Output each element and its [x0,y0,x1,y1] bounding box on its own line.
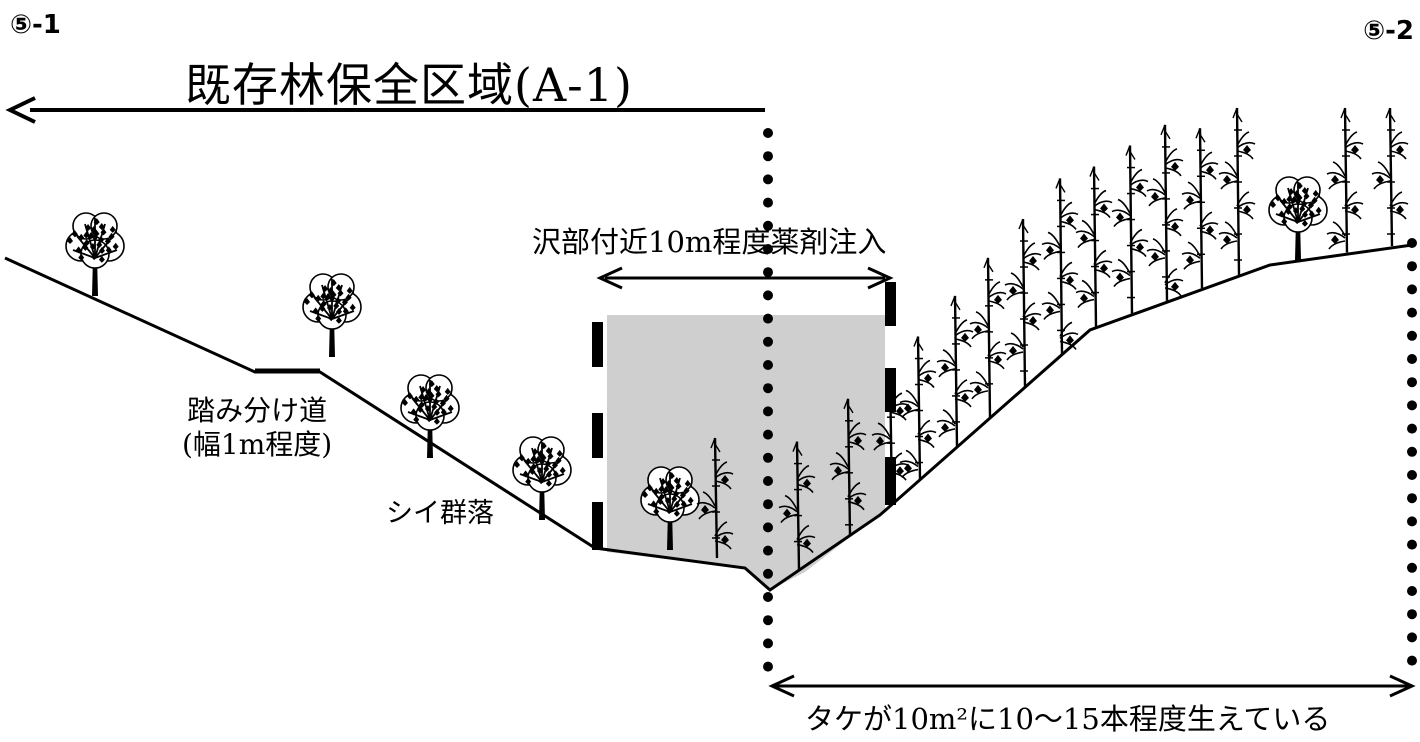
dot-mark [763,661,773,672]
bamboo-area-arrow [768,674,1416,698]
dot-mark [1407,423,1417,434]
bamboo-icon [899,336,937,480]
dot-mark [763,383,773,394]
dot-mark [763,336,773,347]
dot-mark [763,244,773,254]
dot-mark [763,499,773,510]
bamboo-group [696,107,1409,570]
bamboo-icon [1004,218,1042,388]
dot-mark [1407,493,1417,504]
dot-mark [1407,261,1417,272]
bamboo-icon [778,441,816,570]
dot-mark [763,151,773,162]
dot-mark [1407,609,1417,620]
bamboo-density-label: タケが10m²に10～15本程度生えている [805,702,1331,736]
bamboo-icon [1146,124,1184,301]
bamboo-icon [936,295,974,447]
dot-mark [763,476,773,486]
tree-icon [302,273,362,357]
dot-mark [1407,307,1417,318]
injection-zone-shade [607,315,885,590]
bamboo-icon [1371,107,1409,247]
dot-mark [763,406,773,417]
dot-mark [763,545,773,556]
dot-mark [763,429,773,440]
dot-mark [763,568,773,579]
section-marker-right: ⑤-2 [1363,16,1414,46]
dot-mark [763,290,773,301]
injection-width-arrow [596,266,894,290]
dot-mark [763,615,773,626]
dot-mark [763,220,773,231]
community-label: シイ群落 [386,498,494,529]
dot-mark [1407,446,1417,457]
dot-mark [1407,655,1417,666]
dot-mark [763,452,773,463]
dot-mark [1407,470,1417,480]
dot-mark [1407,516,1417,527]
dot-mark [1407,632,1417,643]
dot-mark [1407,354,1417,364]
dot-mark [763,522,773,533]
dot-mark [763,638,773,649]
bamboo-icon [1075,166,1113,327]
center-dotted-line [763,128,773,672]
bamboo-icon [1181,128,1219,289]
bamboo-icon [1218,107,1256,275]
tree-group [65,176,1328,550]
dot-mark [1407,586,1417,596]
injection-label: 沢部付近10m程度薬剤注入 [532,225,887,259]
zone-title: 既存林保全区域(A-1) [185,58,633,112]
dot-mark [1407,330,1417,341]
tree-icon [400,374,460,458]
bamboo-icon [1111,145,1149,314]
dot-mark [763,592,773,602]
dot-mark [1407,400,1417,411]
dot-mark [763,174,773,185]
bamboo-icon [969,257,1007,418]
tree-icon [1268,176,1328,260]
tree-icon [512,436,572,520]
dot-mark [763,313,773,324]
footpath-label-line1: 踏み分け道 [187,394,328,427]
bamboo-icon [1041,178,1079,355]
dot-mark [1407,284,1417,295]
dot-mark [1407,539,1417,550]
zone-arrow [5,96,765,124]
right-dotted-line [1407,238,1417,666]
footpath-label: 踏み分け道 (幅1m程度) [182,394,332,461]
tree-icon [640,466,700,550]
dot-mark [763,267,773,278]
section-marker-left: ⑤-1 [10,10,61,40]
dot-mark [1407,562,1417,573]
dot-mark [1407,377,1417,388]
dot-mark [1407,238,1417,248]
bamboo-icon [696,437,734,559]
dot-mark [763,128,773,138]
bamboo-icon [1326,107,1364,253]
dot-mark [763,360,773,370]
dot-mark [763,197,773,208]
tree-icon [65,212,125,296]
bamboo-icon [871,368,909,505]
footpath-label-line2: (幅1m程度) [182,427,333,461]
bamboo-icon [829,398,867,535]
left-boundary-dashes [592,322,603,550]
